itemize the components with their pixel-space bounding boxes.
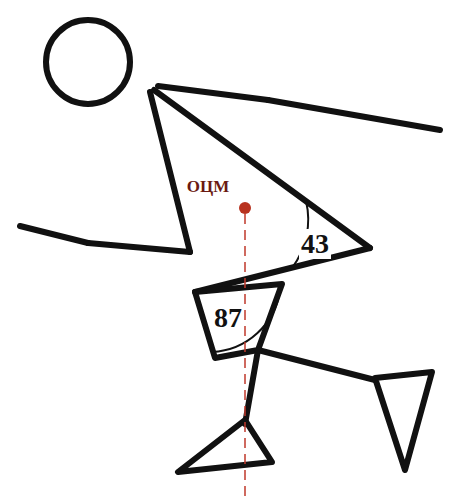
limb bbox=[150, 92, 190, 252]
shank bbox=[245, 350, 258, 424]
arm bbox=[158, 86, 268, 100]
angle-value: 87 bbox=[212, 303, 244, 333]
arm bbox=[268, 100, 440, 130]
center-of-mass bbox=[239, 202, 251, 214]
head bbox=[46, 20, 130, 104]
point-label: ОЦМ bbox=[185, 177, 232, 196]
angle-arc bbox=[212, 290, 280, 352]
shank bbox=[258, 350, 375, 380]
limb bbox=[88, 243, 190, 252]
limb bbox=[20, 226, 88, 243]
angle-value: 43 bbox=[299, 229, 331, 259]
leg bbox=[195, 284, 282, 358]
gravity-line bbox=[244, 214, 246, 496]
foot bbox=[375, 372, 432, 470]
foot bbox=[178, 420, 272, 472]
